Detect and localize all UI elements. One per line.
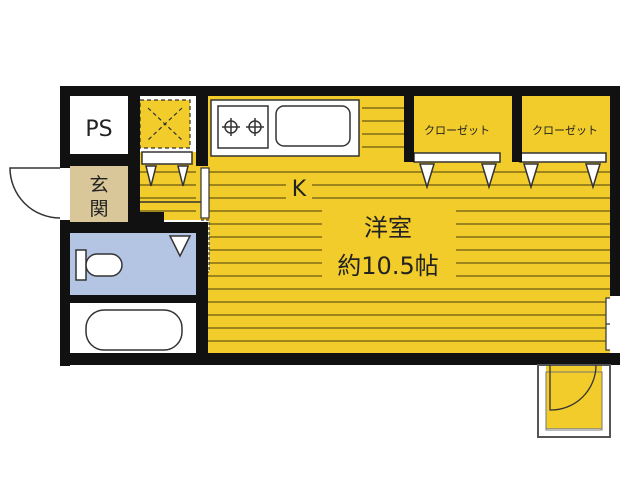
closet-left-door-rail <box>413 152 501 163</box>
balcony-door-swing <box>549 364 597 411</box>
ps-space <box>70 96 128 154</box>
window-opening <box>610 296 620 352</box>
closet-left-label: クローゼット <box>424 124 490 137</box>
entrance-opening <box>60 168 70 220</box>
closet-right-door-rail <box>519 152 607 163</box>
room-label-bg <box>322 208 456 282</box>
closet-door-marks <box>418 163 602 190</box>
shoe-box <box>141 151 193 165</box>
entrance-door-swing <box>9 167 61 219</box>
bathtub-icon <box>85 309 183 351</box>
balcony-inner-outline <box>545 371 603 431</box>
entrance-label-line1: 玄 <box>89 174 108 196</box>
walls <box>60 86 620 366</box>
toilet-door-mark <box>168 235 192 258</box>
sink-icon <box>275 105 351 147</box>
stove-icon <box>217 105 269 149</box>
closet-left <box>414 99 500 154</box>
kitchen-label: K <box>292 177 307 202</box>
closet-right <box>522 99 608 154</box>
entrance-label-line2: 関 <box>89 198 108 220</box>
balcony-floor <box>546 362 602 428</box>
ps-label: PS <box>85 117 112 142</box>
closet-right-label: クローゼット <box>532 124 598 137</box>
shoe-box-door-marks <box>145 165 189 187</box>
western-room-label: 洋室 <box>364 214 412 242</box>
pipe-shaft-icon <box>139 99 191 149</box>
western-room-size-label: 約10.5帖 <box>337 252 438 280</box>
toilet-icon <box>75 249 123 281</box>
kitchen-label-bg <box>286 174 312 200</box>
balcony-outline <box>537 364 611 438</box>
entrance-floor <box>70 166 128 222</box>
